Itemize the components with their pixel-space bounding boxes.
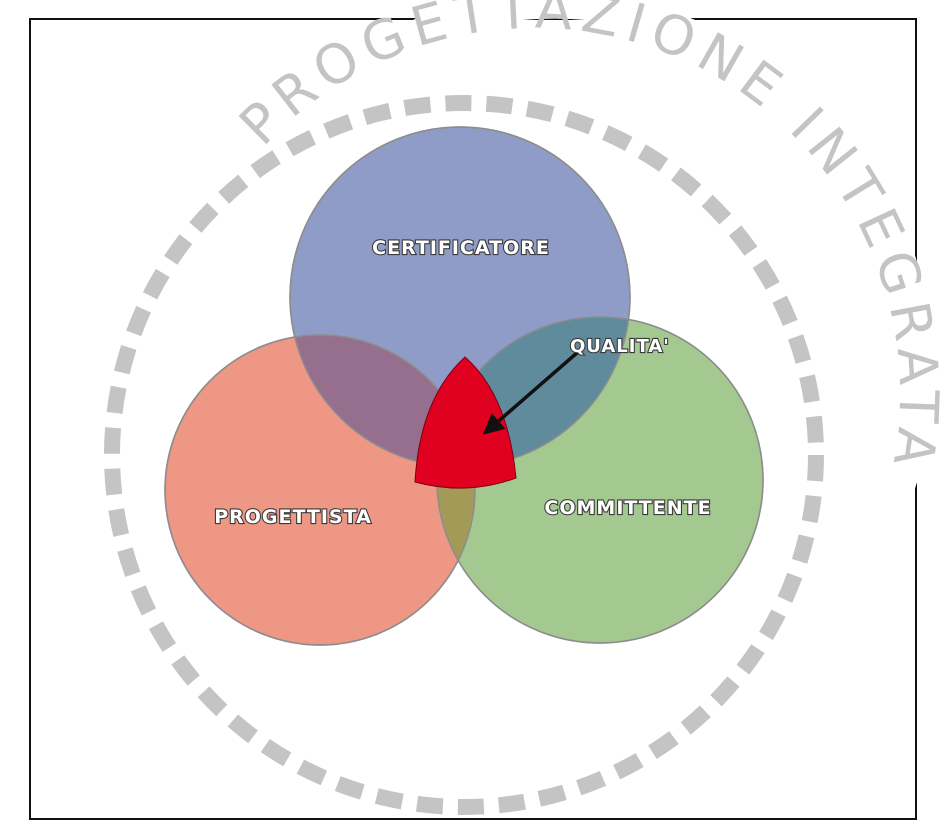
label-committente: COMMITTENTE (544, 497, 711, 519)
outline-progettista (164, 334, 476, 646)
ring-text-gap (291, 0, 934, 646)
label-qualita: QUALITA' (570, 336, 670, 357)
quality-arrow (482, 350, 580, 435)
outer-dashed-ring (104, 95, 824, 815)
overlap-cert-comm (437, 317, 630, 467)
quality-region (414, 356, 517, 489)
label-certificatore: CERTIFICATORE (372, 237, 550, 259)
label-progettista: PROGETTISTA (214, 506, 372, 528)
overlap-cert-prog (290, 335, 475, 467)
